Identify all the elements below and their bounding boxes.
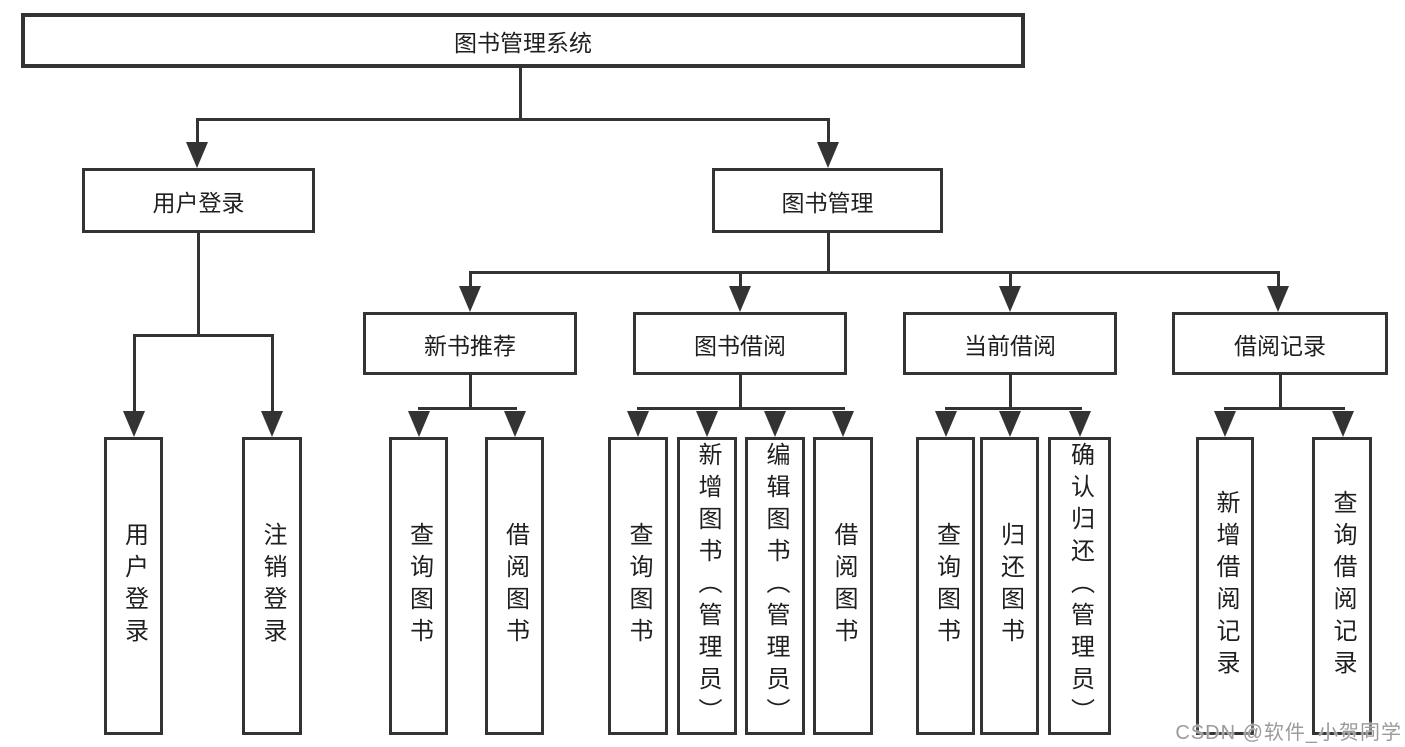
arrow-down-icon [729,286,751,312]
arrow-down-icon [832,411,854,437]
arrow-down-icon [999,411,1021,437]
arrow-down-icon [261,411,283,437]
connector-login-stem [196,231,200,337]
connector-drop-l3-2 [738,271,742,289]
connector-mgmt-stem [826,231,830,274]
branch-newbook [418,407,517,410]
connector-drop-mgmt [826,118,830,146]
branch-records [1224,407,1345,410]
branch-level2 [196,118,830,121]
node-book-borrow: 图书借阅 [633,312,847,375]
leaf-label: 确认归还（管理员） [1066,442,1094,730]
leaf-label: 归还图书 [996,522,1024,650]
connector-drop-u2 [270,334,274,414]
arrow-down-icon [1332,411,1354,437]
connector-drop-login [195,118,199,146]
node-user-login-branch: 用户登录 [82,168,315,233]
arrow-down-icon [123,411,145,437]
leaf-label: 查询借阅记录 [1329,490,1356,682]
leaf-label: 注销登录 [259,522,286,650]
connector-stem-current [1008,373,1012,410]
node-current-borrow: 当前借阅 [903,312,1117,375]
arrow-down-icon [764,411,786,437]
leaf-borrow-query: 查询图书 [608,437,668,735]
csdn-watermark: CSDN @软件_小贺同学 [1175,722,1402,744]
leaf-user-logout: 注销登录 [242,437,302,735]
arrow-down-icon [999,286,1021,312]
arrow-down-icon [504,411,526,437]
branch-borrow [637,407,845,410]
leaf-newbook-query: 查询图书 [389,437,448,735]
leaf-borrow-borrow: 借阅图书 [813,437,873,735]
connector-stem-records [1278,373,1282,410]
arrow-down-icon [696,411,718,437]
branch-level3 [469,271,1280,274]
leaf-user-login: 用户登录 [104,437,163,735]
leaf-label: 查询图书 [932,522,960,650]
connector-drop-l3-3 [1008,271,1012,289]
arrow-down-icon [817,142,839,168]
node-library-system: 图书管理系统 [21,13,1025,68]
leaf-label: 新增借阅记录 [1212,490,1239,682]
leaf-label: 借阅图书 [830,522,857,650]
connector-root-stem [519,66,522,120]
leaf-label: 查询图书 [625,522,652,650]
node-new-book-recommend: 新书推荐 [363,312,577,375]
leaf-current-query: 查询图书 [916,437,975,735]
leaf-records-query: 查询借阅记录 [1312,437,1372,735]
leaf-label: 新增图书（管理员） [694,442,721,730]
leaf-newbook-borrow: 借阅图书 [485,437,544,735]
node-borrow-records: 借阅记录 [1172,312,1388,375]
connector-stem-newbook [468,373,472,410]
arrow-down-icon [459,286,481,312]
arrow-down-icon [186,142,208,168]
connector-drop-l3-4 [1276,271,1280,289]
branch-current [945,407,1082,410]
arrow-down-icon [408,411,430,437]
branch-user [133,334,274,337]
arrow-down-icon [627,411,649,437]
connector-drop-l3-1 [468,271,472,289]
leaf-records-add: 新增借阅记录 [1196,437,1254,735]
arrow-down-icon [1214,411,1236,437]
arrow-down-icon [1267,286,1289,312]
leaf-label: 借阅图书 [501,522,529,650]
leaf-borrow-edit-admin: 编辑图书（管理员） [745,437,805,735]
node-book-management-branch: 图书管理 [712,168,943,233]
connector-stem-borrow [738,373,742,410]
arrow-down-icon [935,411,957,437]
leaf-current-return: 归还图书 [980,437,1039,735]
leaf-current-confirm-admin: 确认归还（管理员） [1048,437,1111,735]
leaf-label: 用户登录 [120,522,148,650]
arrow-down-icon [1069,411,1091,437]
leaf-label: 编辑图书（管理员） [762,442,789,730]
leaf-borrow-add-admin: 新增图书（管理员） [677,437,737,735]
connector-drop-u1 [132,334,136,414]
leaf-label: 查询图书 [405,522,433,650]
